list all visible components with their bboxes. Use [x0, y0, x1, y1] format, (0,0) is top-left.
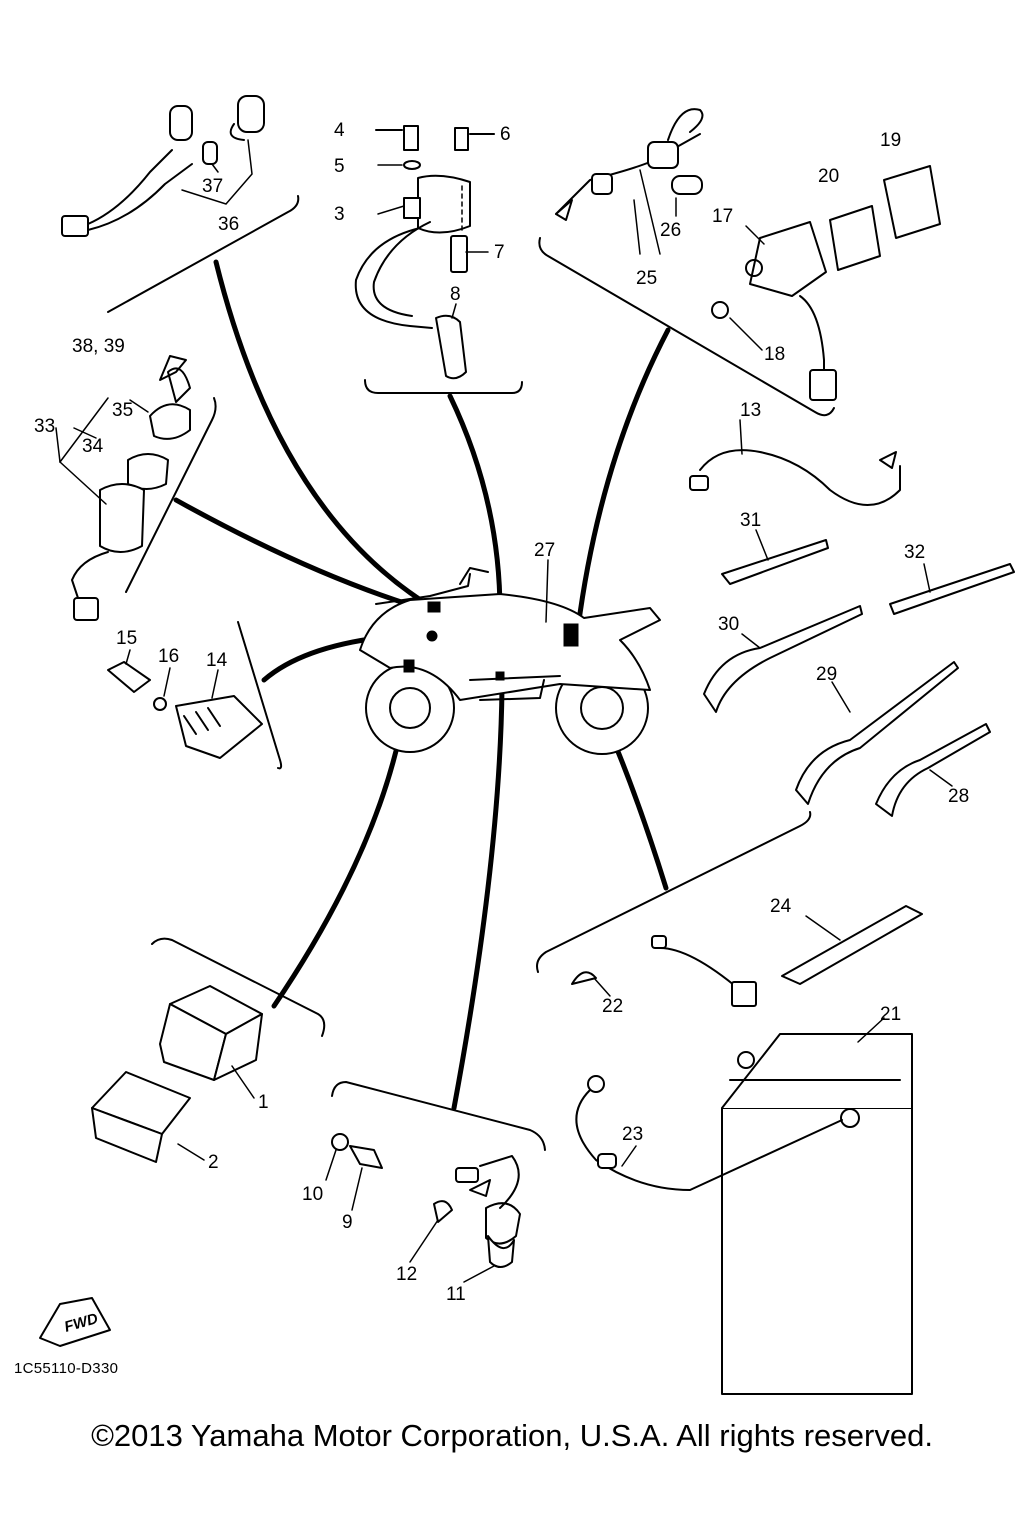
callout-23: 23: [622, 1124, 643, 1145]
relay-group: [555, 108, 941, 401]
callout-6: 6: [500, 124, 511, 145]
callout-32: 32: [904, 542, 925, 563]
callout-11: 11: [446, 1284, 466, 1305]
callout-9: 9: [342, 1212, 353, 1233]
callout-1: 1: [258, 1092, 269, 1113]
callout-14: 14: [206, 650, 228, 671]
callout-19: 19: [880, 130, 901, 151]
callout-33: 33: [34, 416, 55, 437]
callout-21: 21: [880, 1004, 901, 1025]
callout-16: 16: [158, 646, 179, 667]
group-brackets: [107, 195, 835, 1151]
callout-5: 5: [334, 156, 345, 177]
callout-30: 30: [718, 614, 739, 635]
drawing-code: 1C55110-D330: [14, 1360, 119, 1377]
callout-18: 18: [764, 344, 785, 365]
rectifier-group: [107, 661, 263, 759]
callout-37: 37: [202, 176, 223, 197]
callout-26: 26: [660, 220, 681, 241]
cdi-unit: [91, 985, 263, 1163]
sub-harness-36: [61, 95, 265, 237]
callout-12: 12: [396, 1264, 417, 1285]
callout-20: 20: [818, 166, 839, 187]
callout-38-39: 38, 39: [72, 336, 125, 357]
main-switch: [71, 355, 191, 621]
callout-labels: 1 2 3 4 5 6 7 8 9 10 11 12 13 14 15 16 1…: [34, 120, 969, 1305]
parts-diagram: FWD: [34, 95, 1015, 1395]
callout-leaders: [55, 129, 953, 1283]
atv-vehicle: [359, 567, 661, 755]
callout-31: 31: [740, 510, 761, 531]
callout-13: 13: [740, 400, 761, 421]
callout-15: 15: [116, 628, 137, 649]
callout-17: 17: [712, 206, 733, 227]
copyright-notice: ©2013 Yamaha Motor Corporation, U.S.A. A…: [91, 1418, 933, 1453]
battery-group: [571, 905, 923, 1395]
callout-22: 22: [602, 996, 623, 1017]
callout-24: 24: [770, 896, 792, 917]
callout-25: 25: [636, 268, 657, 289]
callout-29: 29: [816, 664, 837, 685]
callout-8: 8: [450, 284, 461, 305]
fwd-arrow-icon: FWD: [39, 1297, 111, 1347]
callout-10: 10: [302, 1184, 323, 1205]
callout-27: 27: [534, 540, 555, 561]
callout-34: 34: [82, 436, 104, 457]
bands-and-wires: [689, 449, 1015, 817]
callout-35: 35: [112, 400, 133, 421]
callout-2: 2: [208, 1152, 219, 1173]
callout-3: 3: [334, 204, 345, 225]
callout-36: 36: [218, 214, 239, 235]
gear-switch: [331, 1133, 521, 1268]
callout-28: 28: [948, 786, 969, 807]
callout-4: 4: [334, 120, 345, 141]
callout-7: 7: [494, 242, 505, 263]
ignition-coil: [354, 125, 495, 380]
